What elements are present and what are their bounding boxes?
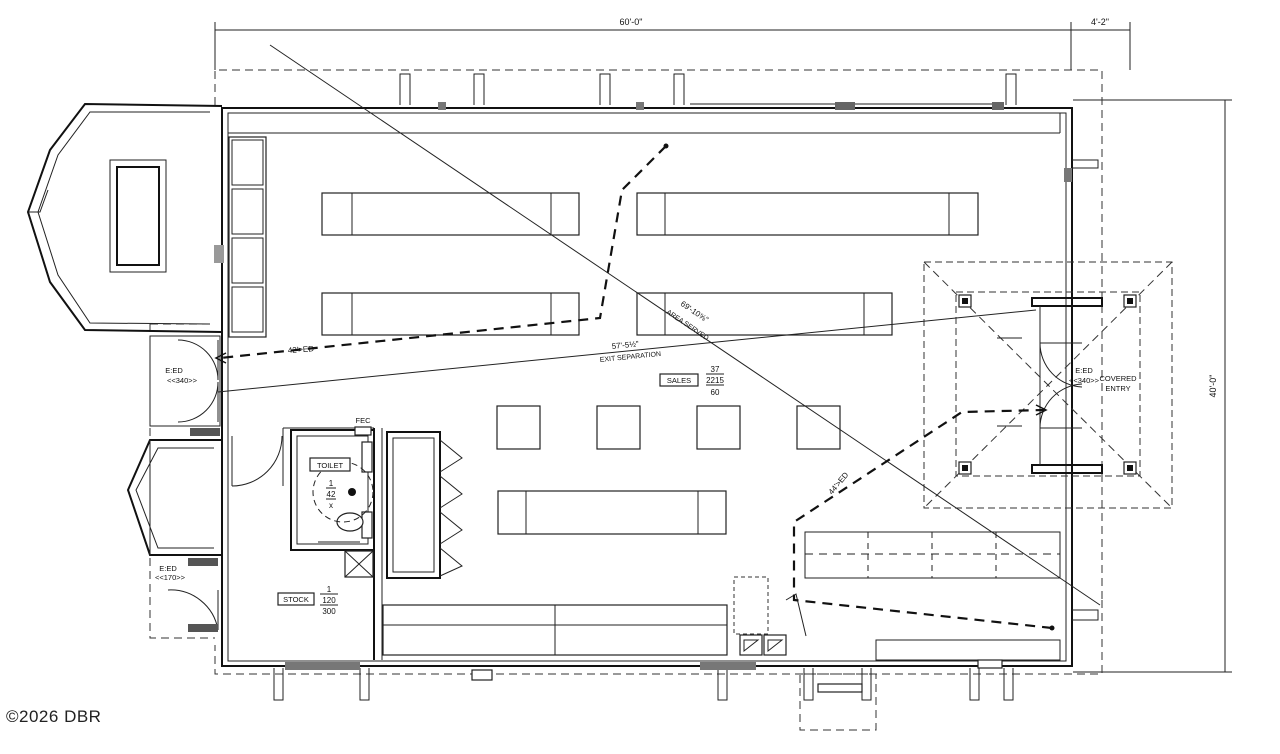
diagonal-lines bbox=[217, 44, 1101, 606]
exterior-walls bbox=[221, 73, 1099, 701]
west-door-upper bbox=[149, 335, 221, 436]
dim-overall-width: 60'-0" bbox=[620, 17, 643, 27]
exit-separation-length: 57'-5½" bbox=[611, 339, 639, 351]
stock-area: 120 bbox=[322, 596, 336, 605]
sales-occ: 60 bbox=[711, 388, 720, 397]
exit-west-upper-code: E:ED bbox=[165, 366, 183, 375]
toilet-label: TOILET bbox=[317, 461, 344, 470]
toilet-room bbox=[290, 426, 375, 578]
travel-west: 42'>ED bbox=[288, 344, 315, 355]
exit-east-code: E:ED bbox=[1075, 366, 1093, 375]
exit-west-upper-width: <<340>> bbox=[167, 376, 198, 385]
covered-entry bbox=[923, 168, 1173, 509]
fec-label: FEC bbox=[356, 416, 372, 425]
stock-tag bbox=[277, 592, 315, 606]
toilet-area: 42 bbox=[327, 490, 336, 499]
sales-area: 2215 bbox=[706, 376, 724, 385]
display-cubes bbox=[496, 405, 841, 450]
west-door-lower bbox=[126, 439, 222, 632]
exit-east-width: <<340>> bbox=[1069, 376, 1100, 385]
utility-sinks bbox=[733, 576, 807, 656]
stock-occ: 300 bbox=[322, 607, 336, 616]
west-wall-shelving bbox=[228, 136, 267, 338]
dim-overall-depth: 40'-0" bbox=[1208, 375, 1218, 398]
west-bay-window bbox=[26, 102, 224, 333]
sales-tag bbox=[659, 373, 699, 387]
gondola-shelving bbox=[321, 192, 979, 535]
display-rack bbox=[386, 431, 463, 579]
sales-label: SALES bbox=[667, 376, 691, 385]
exit-west-lower-code: E:ED bbox=[159, 564, 177, 573]
covered-entry-line2: ENTRY bbox=[1105, 384, 1130, 393]
egress-paths bbox=[214, 143, 1055, 631]
dimension-lines bbox=[214, 22, 1232, 673]
covered-entry-line1: COVERED bbox=[1099, 374, 1137, 383]
dim-extra-width: 4'-2" bbox=[1091, 17, 1109, 27]
stock-num: 1 bbox=[327, 585, 332, 594]
east-counters bbox=[804, 531, 1061, 669]
toilet-num: 1 bbox=[329, 479, 334, 488]
sales-num: 37 bbox=[711, 365, 720, 374]
toilet-occ: x bbox=[329, 501, 333, 510]
copyright-watermark: ©2026 DBR bbox=[6, 707, 102, 726]
south-counter bbox=[382, 604, 728, 656]
stock-label: STOCK bbox=[283, 595, 309, 604]
exit-west-lower-width: <<170>> bbox=[155, 573, 186, 582]
